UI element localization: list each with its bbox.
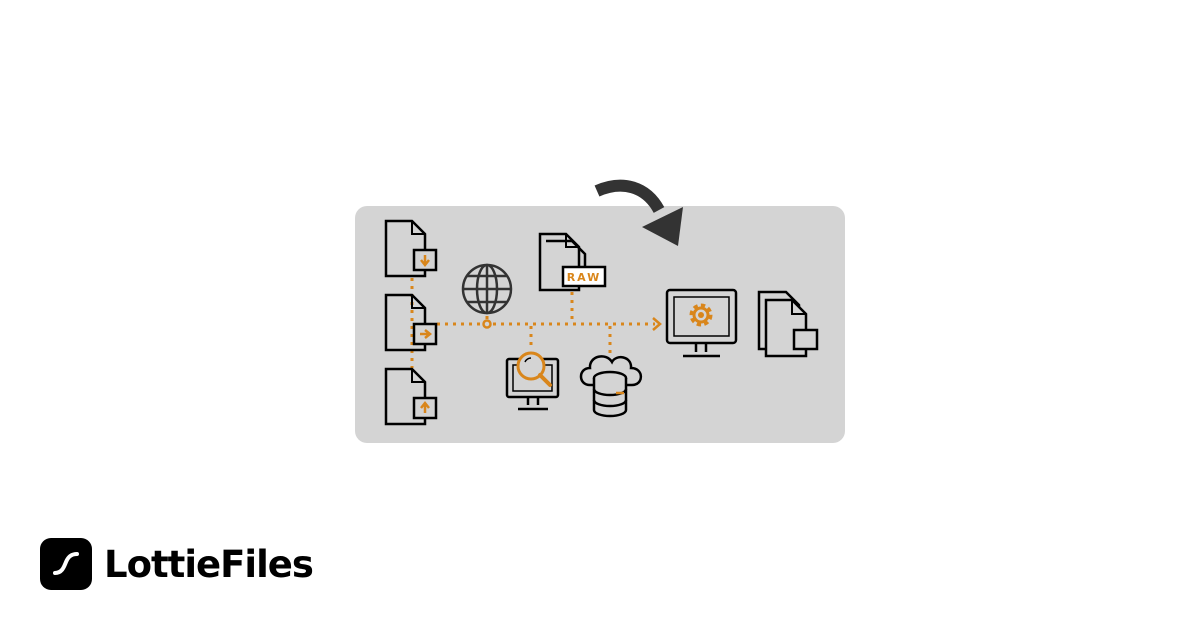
raw-label: RAW <box>567 271 602 284</box>
file-forward-icon <box>384 293 438 352</box>
cloud-database-icon <box>579 355 643 418</box>
connector-arrowhead <box>652 317 662 331</box>
stacked-files-icon <box>757 290 819 358</box>
monitor-gear-icon <box>665 288 738 358</box>
lottie-logo-icon <box>40 538 92 590</box>
file-download-icon <box>384 219 438 278</box>
file-upload-icon <box>384 367 438 426</box>
brand-logo[interactable]: LottieFiles <box>40 538 314 590</box>
brand-name: LottieFiles <box>104 542 314 586</box>
monitor-search-icon <box>505 351 560 411</box>
globe-icon <box>461 263 513 315</box>
raw-files-icon: RAW <box>538 232 607 292</box>
globe-junction <box>482 319 492 329</box>
dotted-connectors <box>410 278 655 368</box>
curved-arrow-icon <box>594 179 683 246</box>
